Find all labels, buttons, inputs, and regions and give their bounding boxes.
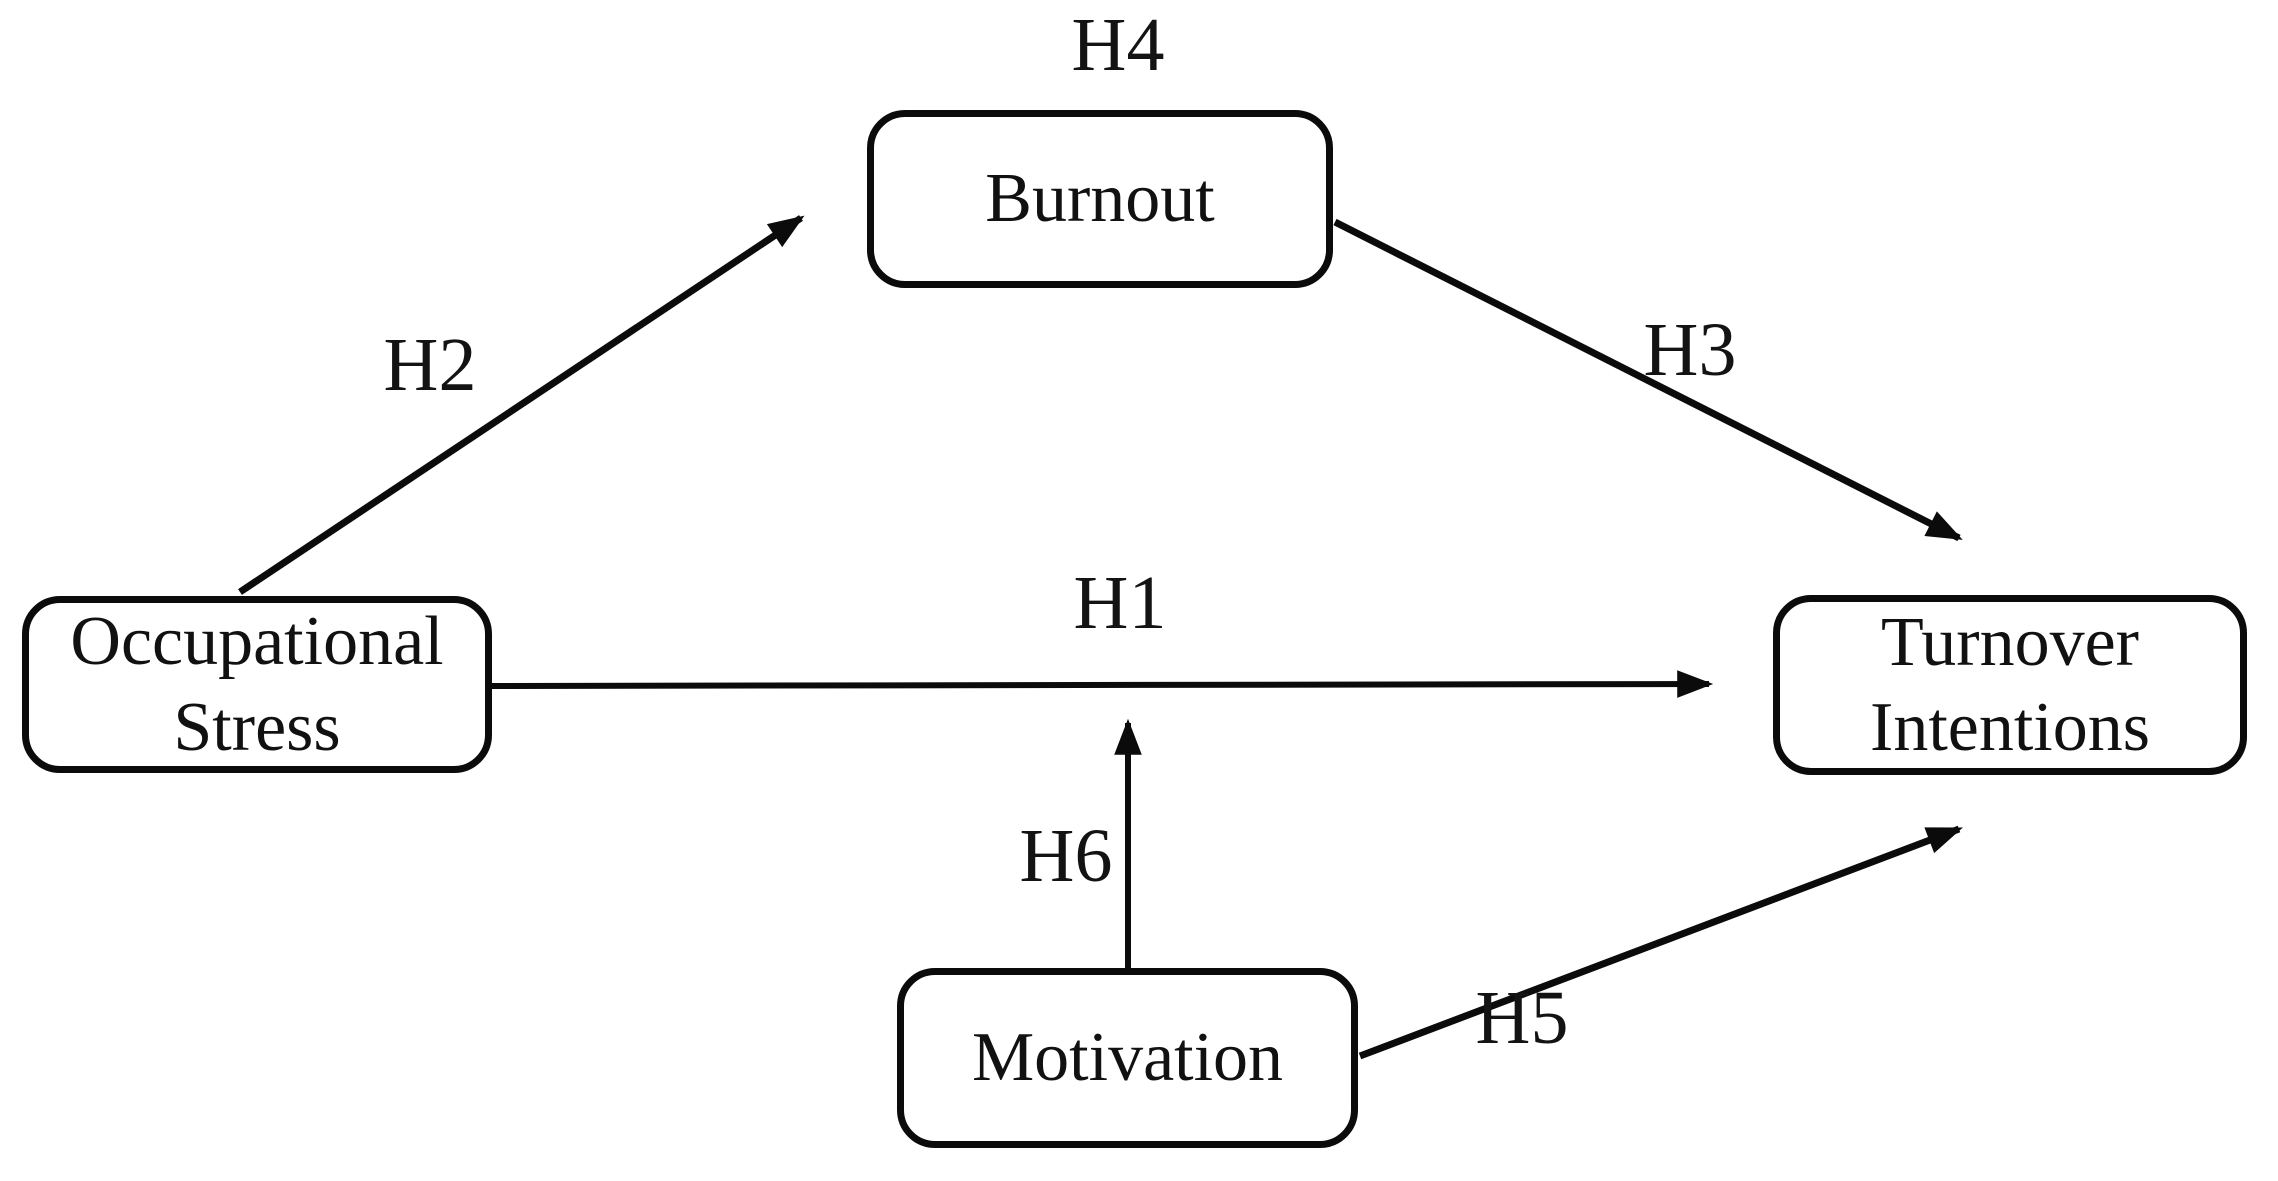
hypothesis-label-h1: H1 xyxy=(1073,561,1167,645)
node-turnover-intentions: Turnover Intentions xyxy=(1773,595,2247,775)
hypothesis-label-h6: H6 xyxy=(1019,814,1113,898)
node-occupational-stress-label: Occupational Stress xyxy=(70,603,444,766)
hypothesis-label-h5: H5 xyxy=(1475,976,1569,1060)
edge-h5-arrow xyxy=(1358,825,1963,1060)
edge-h1-arrow xyxy=(491,670,1714,698)
hypothesis-label-h2: H2 xyxy=(383,323,477,407)
hypothesis-label-h4: H4 xyxy=(1071,3,1165,87)
node-turnover-intentions-label: Turnover Intentions xyxy=(1870,603,2150,766)
node-occupational-stress: Occupational Stress xyxy=(22,596,492,773)
edge-h3-arrow xyxy=(1333,218,1963,542)
hypothesis-label-h3: H3 xyxy=(1643,308,1737,392)
node-motivation-label: Motivation xyxy=(971,1019,1284,1097)
node-burnout: Burnout xyxy=(867,110,1333,288)
node-motivation: Motivation xyxy=(897,968,1358,1148)
node-burnout-label: Burnout xyxy=(985,160,1215,238)
edge-h2-arrow xyxy=(238,215,805,595)
